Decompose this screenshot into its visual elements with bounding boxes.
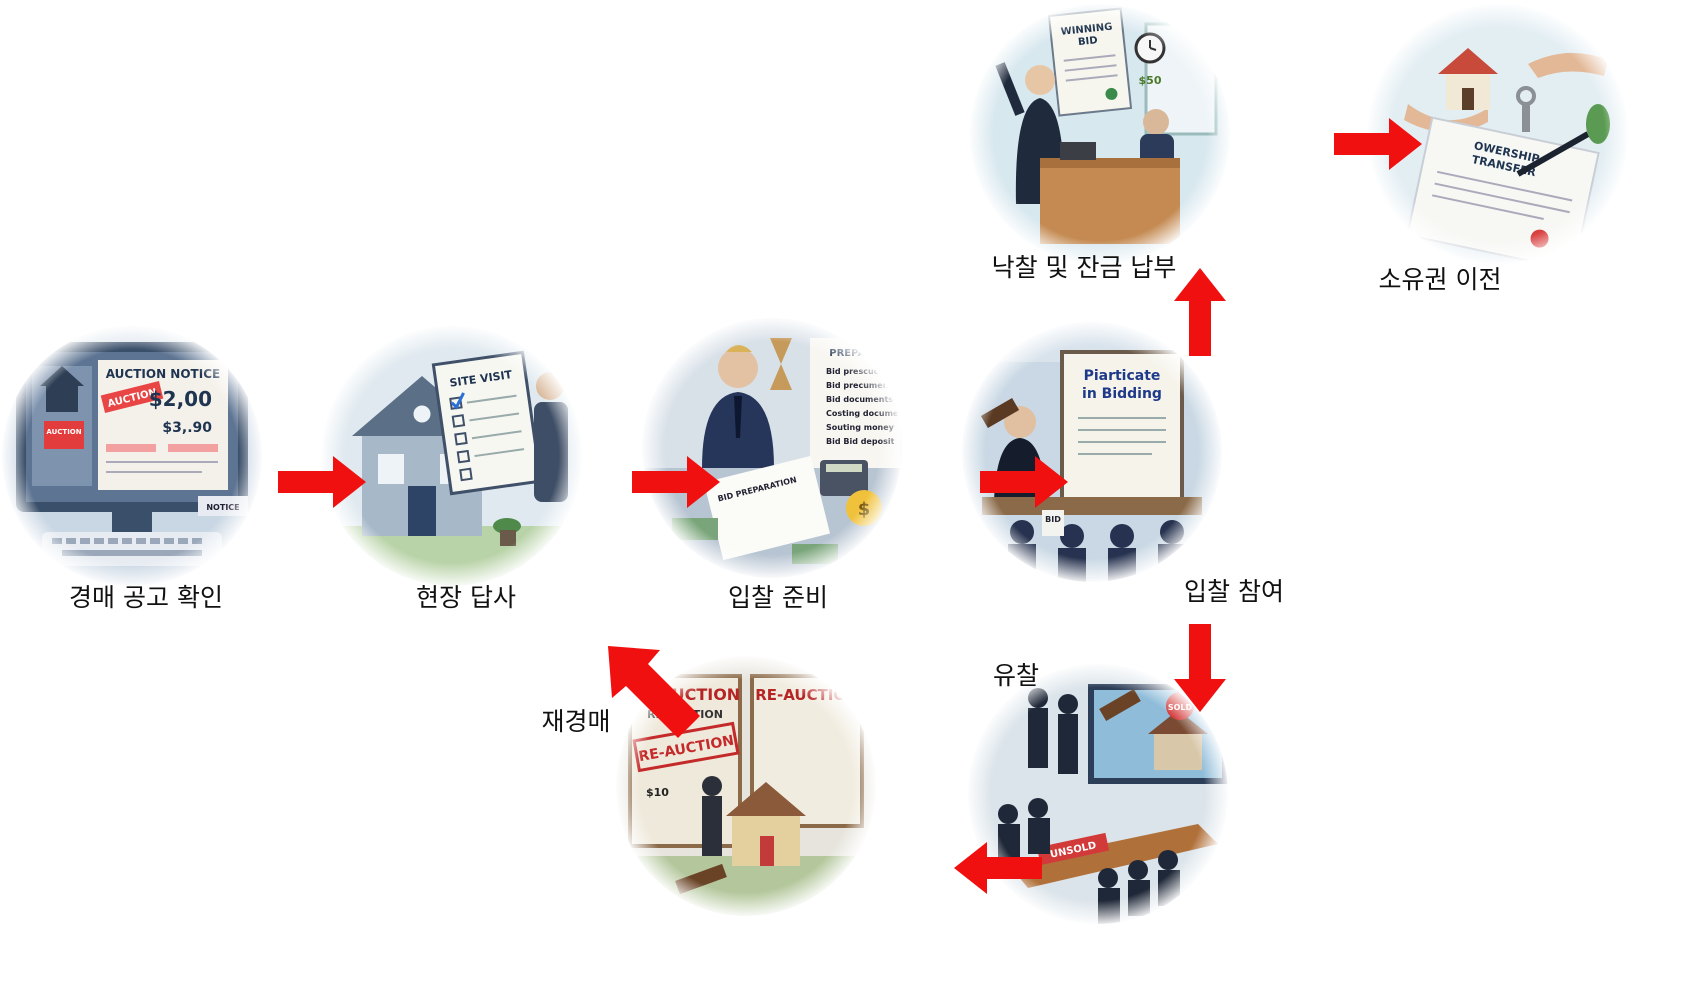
arrow-site-visit-to-preparation [632,456,720,508]
step-winning-bid-image: WINNING BID $50 [970,4,1230,264]
label-ownership-transfer: 소유권 이전 [1378,265,1502,294]
arrow-preparation-to-bidding [980,456,1068,508]
bidding-board-line2: in Bidding [1082,386,1162,402]
step-bid-preparation-image: PREPARA Bid prescuction Bid precument Bi… [642,318,902,578]
arrow-unsold-to-reauction [954,842,1042,894]
step-ownership-transfer-image: OWERSHIP TRANSFER [1368,4,1628,264]
notice-sign-title: AUCTION NOTICE [106,367,220,381]
prep-list-item: Costing document [826,409,902,418]
label-reauction: 재경매 [541,707,611,736]
gavel-icon [675,863,727,895]
label-site-visit: 현장 답사 [416,583,516,612]
prep-coin-symbol: $ [858,499,871,520]
reauction-poster2: RE-AUCTION [755,686,858,704]
prep-list-item: Bid Bid deposit [826,437,895,446]
prep-list-item: Souting money [826,423,895,432]
winning-doc-line1: WINNING [1060,22,1113,38]
bidding-board-line1: Piarticate [1084,368,1161,384]
label-winning-bid: 낙찰 및 잔금 납부 [991,253,1177,282]
arrow-bidding-to-unsold [1174,624,1226,712]
winning-doc-line2: BID [1078,35,1099,48]
gavel-icon [1099,688,1141,722]
label-auction-notice: 경매 공고 확인 [69,583,223,612]
label-unsold: 유찰 [992,661,1040,690]
prep-list-item: Bid precument [826,381,892,390]
step-auction-notice-image: AUCTION AUCTION NOTICE AUCTION $2,00 $3,… [2,326,262,586]
arrow-bidding-to-winning [1174,268,1226,356]
bidding-paddle: BID [1045,515,1061,524]
arrow-notice-to-site-visit [278,456,366,508]
gavel-icon [980,397,1020,429]
label-bidding: 입찰 참여 [1184,577,1284,606]
notice-price-2: $3,.90 [162,420,212,436]
prep-list-item: Bid prescuction [826,367,896,376]
step-bidding-image: Piarticate in Bidding BID [962,322,1222,582]
winning-money: $50 [1139,74,1162,87]
reauction-price: $10 [646,786,669,799]
prep-list-item: Bid documents [826,395,893,404]
label-bid-preparation: 입찰 준비 [728,583,828,612]
arrow-reauction-to-site-visit [608,646,700,738]
house-icon [726,782,806,816]
arrow-winning-to-ownership [1334,118,1422,170]
notice-footer: NOTICE [206,503,239,512]
svg-text:AUCTION: AUCTION [46,428,81,436]
prep-paper-title: PREPARA [829,348,881,359]
notice-price-1: $2,00 [149,387,212,411]
house-icon [1438,48,1498,74]
unsold-sold-tag: SOLD [1168,703,1193,712]
step-unsold-image: SOLD UNSOLD [968,664,1228,924]
